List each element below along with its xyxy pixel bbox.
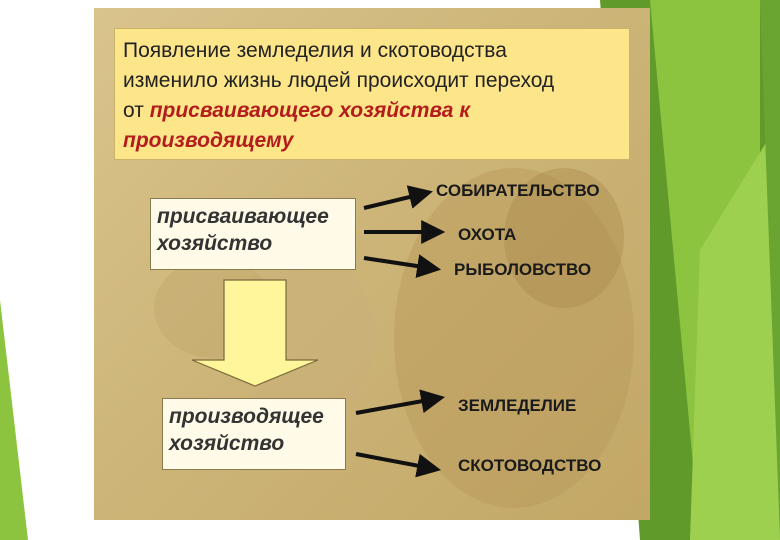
header-line-2: изменило жизнь людей происходит переход — [123, 69, 555, 92]
activity-gathering: СОБИРАТЕЛЬСТВО — [436, 181, 600, 200]
bg-figure-right — [394, 168, 634, 508]
header-emphasis-1: присваивающего хозяйства к — [149, 99, 470, 122]
appropriating-economy-box: присваивающее хозяйство — [150, 198, 356, 270]
slide-content: Появление земледелия и скотоводства изме… — [94, 8, 650, 520]
green-panel-lighter — [690, 120, 780, 540]
activity-hunting: ОХОТА — [458, 225, 517, 244]
arrow-to-farming — [355, 389, 446, 415]
header-line-3-prefix: от — [123, 99, 144, 122]
bg-figure-head — [504, 168, 624, 308]
arrow-to-herding — [355, 452, 442, 478]
header-line-1: Появление земледелия и скотоводства — [123, 39, 507, 62]
producing-line-1: производящее — [169, 405, 324, 428]
appropriating-line-1: присваивающее — [157, 205, 329, 228]
producing-economy-box: производящее хозяйство — [162, 398, 346, 470]
green-panel-left — [0, 300, 28, 540]
arrows-layer — [191, 185, 446, 478]
green-panel-edge — [760, 0, 780, 540]
appropriating-line-2: хозяйство — [157, 232, 273, 255]
producing-line-2: хозяйство — [169, 432, 285, 455]
header-statement: Появление земледелия и скотоводства изме… — [114, 28, 630, 160]
header-emphasis-2: производящему — [123, 129, 294, 152]
transition-down-arrow — [191, 279, 319, 387]
activity-herding: СКОТОВОДСТВО — [458, 456, 602, 475]
activity-fishing: РЫБОЛОВСТВО — [454, 260, 592, 279]
arrow-to-gathering — [363, 185, 433, 210]
activity-farming: ЗЕМЛЕДЕЛИЕ — [458, 396, 577, 415]
arrow-to-fishing — [363, 254, 442, 278]
